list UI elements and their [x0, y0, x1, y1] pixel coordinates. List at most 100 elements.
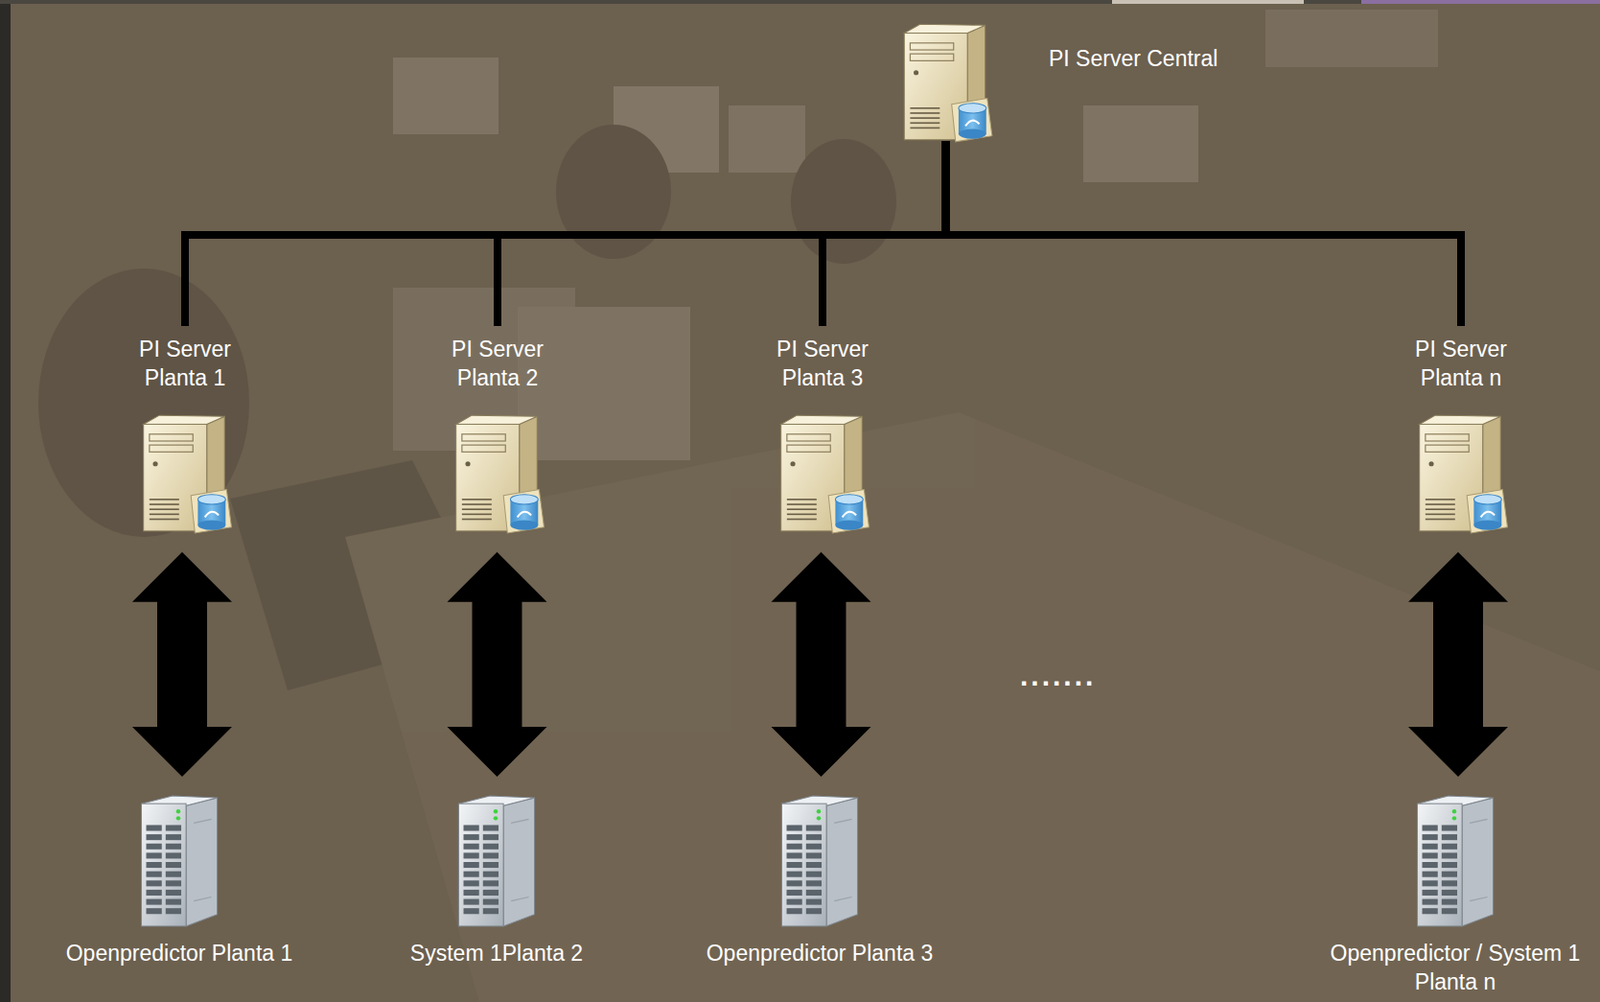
server-side	[503, 797, 534, 927]
server-vent	[787, 517, 817, 520]
drive-bay	[1441, 889, 1458, 896]
drive-bay	[145, 899, 162, 905]
drive-bay	[786, 824, 802, 831]
drive-bay	[165, 899, 182, 905]
status-light	[816, 815, 821, 820]
server-label: PI Server Planta 2	[435, 335, 560, 394]
server-vent	[909, 107, 940, 110]
server-bay	[909, 53, 953, 61]
drive-bay	[786, 871, 802, 878]
desk-shape	[345, 412, 1600, 1002]
monitor-shape	[728, 105, 806, 173]
drive-bay	[1441, 861, 1458, 868]
side-line	[510, 897, 529, 902]
drive-bay	[786, 907, 802, 914]
server-vent	[1425, 498, 1456, 501]
rack-server-icon	[775, 793, 864, 930]
drive-bay	[806, 907, 822, 914]
server-vent	[909, 112, 940, 115]
server-bay	[149, 444, 193, 452]
tree-connector	[185, 144, 947, 323]
drive-bay	[145, 834, 162, 840]
drive-bay	[463, 834, 479, 840]
side-line	[510, 818, 529, 823]
system-server: System 1Planta 2	[410, 793, 583, 969]
double-arrow	[132, 552, 232, 777]
drive-bay	[165, 852, 182, 858]
drive-bay	[786, 861, 802, 868]
drive-bay	[145, 824, 162, 831]
server-label: System 1Planta 2	[410, 939, 583, 969]
server-bay	[1425, 434, 1469, 441]
server-vent	[462, 503, 492, 506]
drive-bay	[145, 871, 162, 878]
person-shape	[790, 139, 897, 264]
system-server: Openpredictor Planta 3	[706, 793, 934, 969]
drive-bay	[806, 843, 822, 850]
server-top	[781, 415, 863, 424]
drive-bay	[806, 871, 822, 878]
server-front	[1416, 803, 1462, 927]
drive-bay	[463, 880, 479, 886]
database-top	[958, 103, 987, 114]
document-sheet	[503, 488, 544, 533]
server-label: PI Server Planta 1	[122, 335, 248, 394]
side-line	[1469, 897, 1487, 902]
server-vent	[149, 517, 180, 520]
drive-bay	[145, 880, 162, 886]
server-button	[464, 461, 470, 466]
tree-connector	[822, 144, 947, 323]
drive-bay	[1441, 907, 1458, 914]
drive-bay	[1441, 824, 1458, 831]
pi-server-icon	[1409, 410, 1513, 535]
database-top	[510, 493, 538, 504]
status-light	[1452, 815, 1457, 820]
server-vent	[1425, 508, 1456, 511]
drive-bay	[1441, 834, 1458, 840]
drive-bay	[165, 834, 182, 840]
server-label: PI Server Planta n	[1398, 335, 1524, 394]
server-side	[826, 797, 858, 927]
server-vent	[1425, 512, 1456, 515]
document-sheet	[951, 98, 993, 142]
database-base	[834, 519, 863, 530]
server-vent	[149, 503, 180, 506]
status-light	[493, 809, 498, 813]
server-side	[185, 797, 217, 927]
drive-bay	[806, 852, 822, 858]
ellipsis-label: .......	[1020, 659, 1096, 693]
server-vent	[149, 512, 180, 515]
server-label: PI Server Planta 3	[760, 335, 885, 394]
drive-bay	[463, 871, 479, 878]
database-mark	[842, 510, 857, 517]
edge-strip	[0, 0, 11, 1002]
drive-bay	[806, 889, 822, 896]
double-arrow	[446, 552, 547, 777]
drive-bay	[1422, 899, 1438, 905]
server-button	[1428, 461, 1434, 466]
drive-bay	[483, 824, 499, 831]
plant-server: PI Server Planta 2	[435, 335, 560, 535]
server-top	[904, 23, 985, 33]
drive-bay	[1422, 824, 1438, 831]
server-vent	[787, 512, 817, 515]
drive-bay	[463, 907, 479, 914]
database-mark	[965, 120, 979, 127]
drive-bay	[1422, 871, 1438, 878]
drive-bay	[786, 852, 802, 858]
drive-bay	[806, 834, 822, 840]
drive-bay	[165, 907, 182, 914]
drive-bay	[463, 824, 479, 831]
database-top	[834, 493, 863, 504]
tree-connector	[497, 144, 947, 323]
system-server: Openpredictor Planta 1	[66, 793, 294, 969]
database-base	[1473, 519, 1502, 530]
plant-server: PI Server Planta 1	[122, 335, 248, 535]
rack-server-icon	[135, 793, 224, 930]
drive-bay	[483, 871, 499, 878]
server-vent	[462, 508, 492, 511]
server-vent	[1425, 517, 1456, 520]
document-sheet	[1466, 488, 1508, 533]
